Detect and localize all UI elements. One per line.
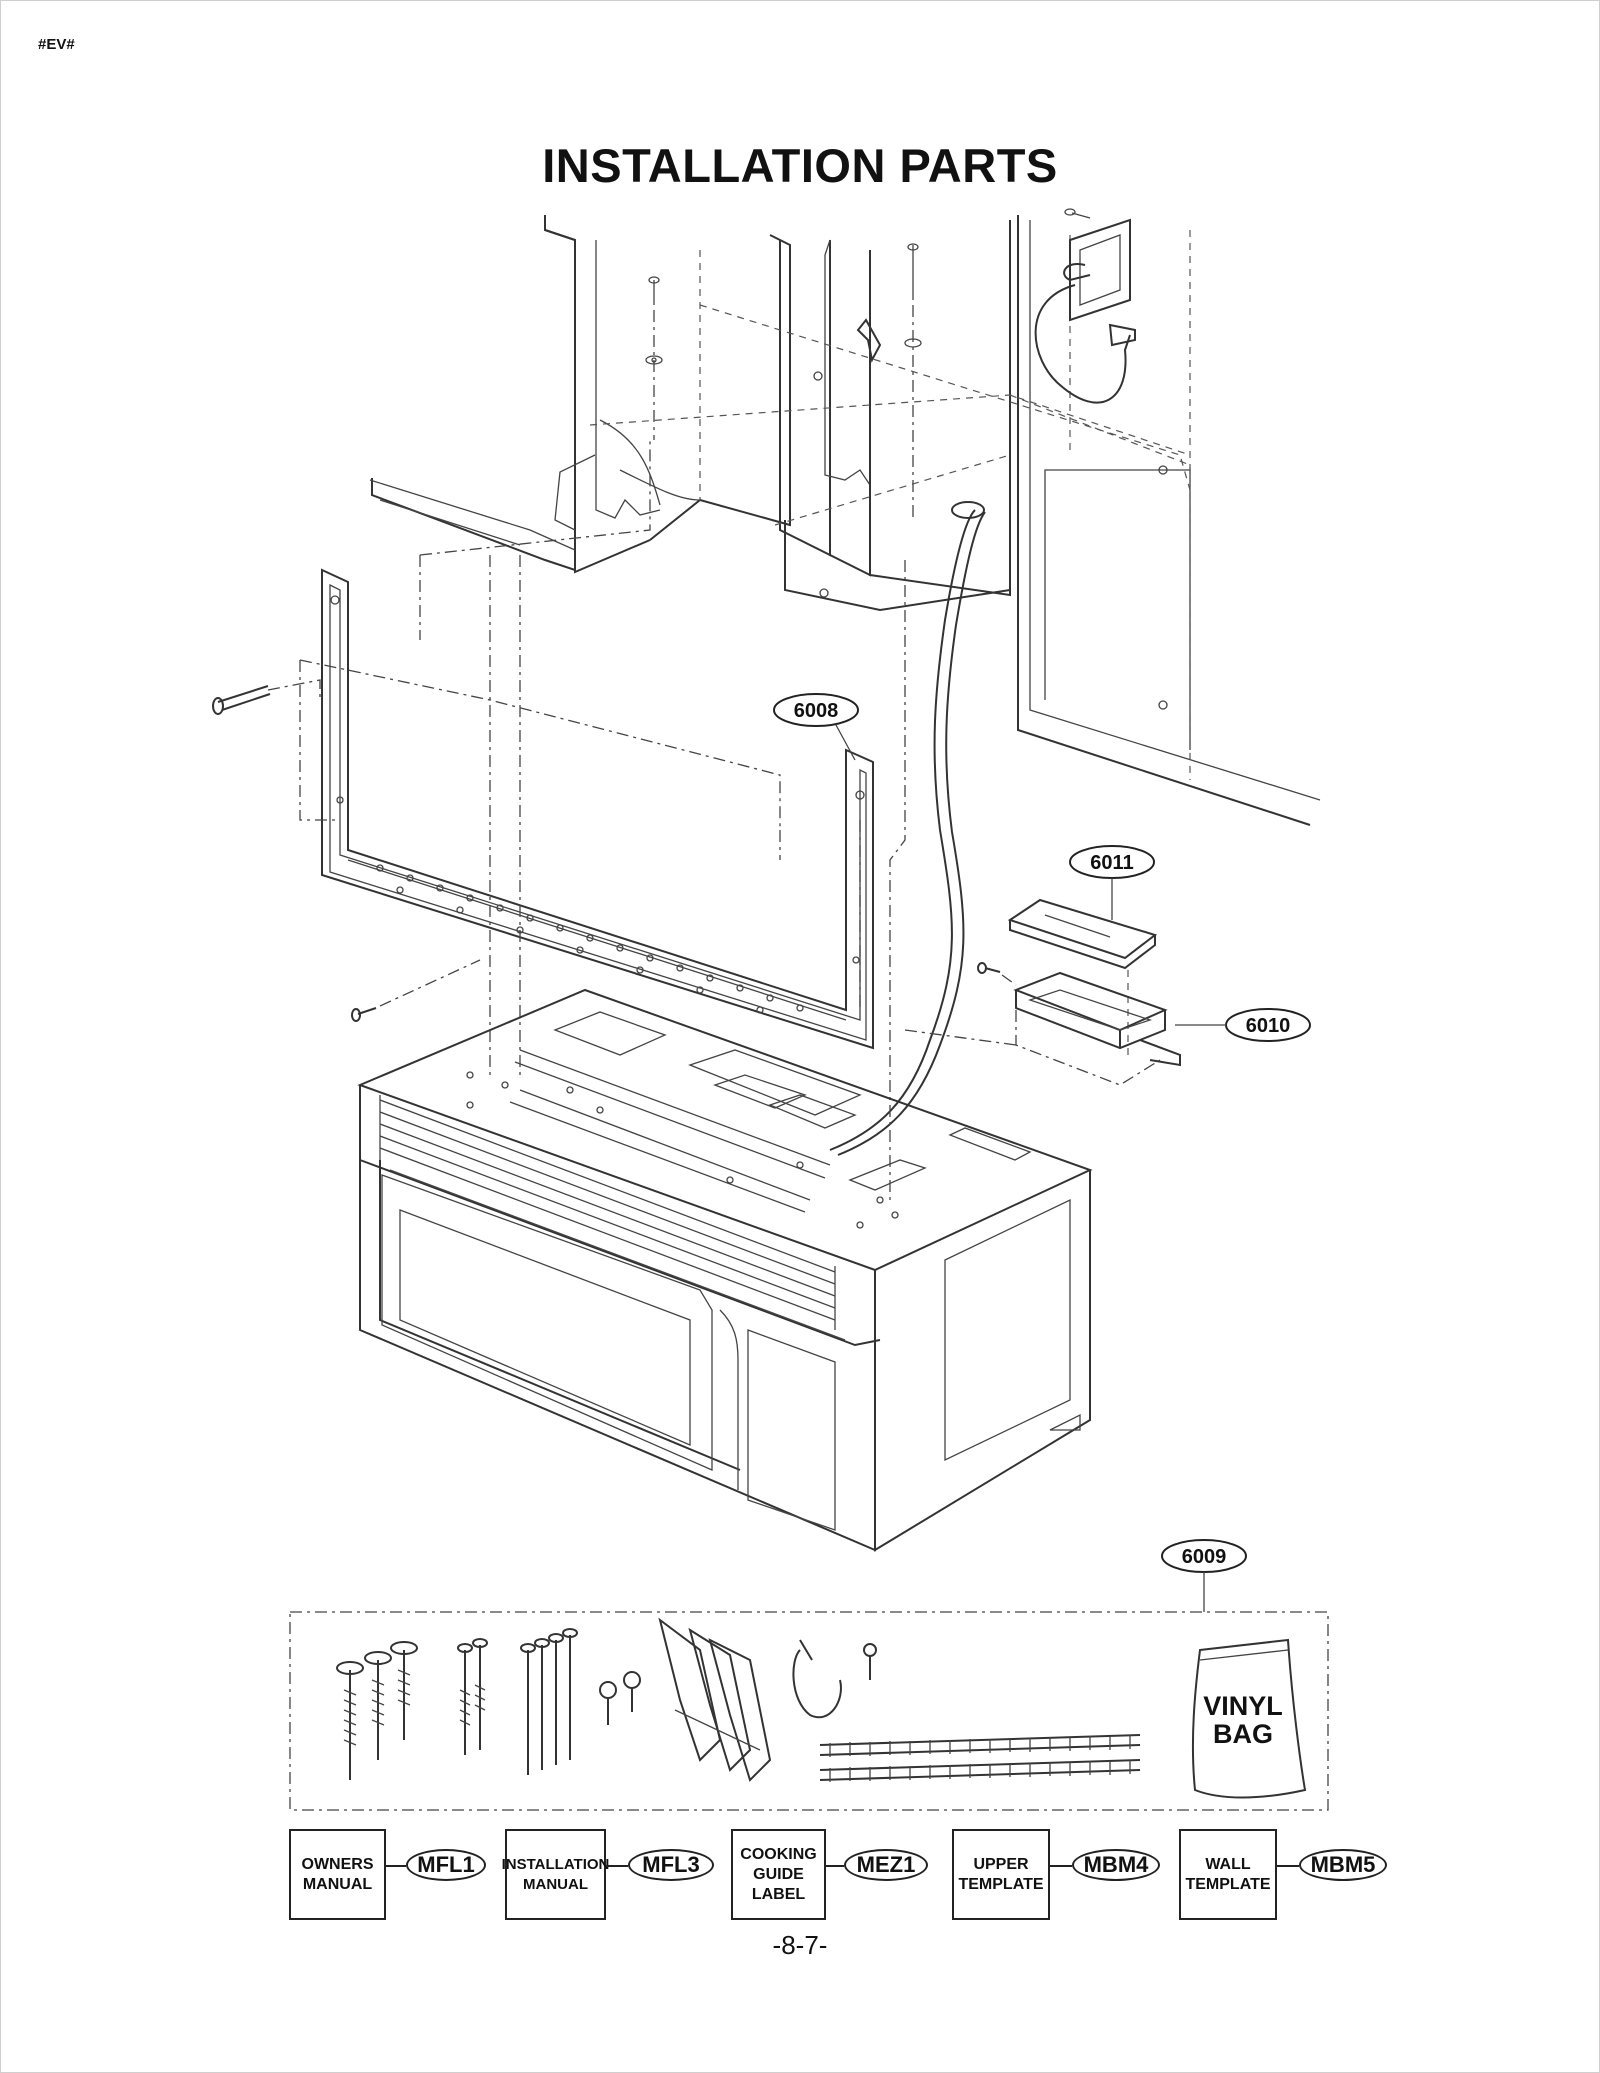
doc-label-line1: COOKING bbox=[740, 1845, 817, 1863]
wood-screws bbox=[457, 1638, 488, 1755]
doc-code-mfl3: MFL3 bbox=[628, 1849, 714, 1881]
cabinet-screw-left bbox=[645, 276, 663, 440]
doc-code-mbm5: MBM5 bbox=[1299, 1849, 1387, 1881]
doc-label-line2: MANUAL bbox=[302, 1875, 373, 1893]
damper-part bbox=[1007, 898, 1158, 970]
installation-kit-box: VINYL BAG bbox=[289, 1611, 1329, 1811]
callout-6010: 6010 bbox=[1175, 1008, 1311, 1042]
page-number: -8-7- bbox=[772, 1930, 828, 1960]
doc-connector bbox=[386, 1865, 406, 1867]
callout-6008: 6008 bbox=[773, 693, 859, 761]
upper-cabinets bbox=[369, 208, 1321, 1156]
callout-6009: 6009 bbox=[1161, 1539, 1247, 1612]
doc-connector bbox=[606, 1865, 628, 1867]
doc-connector bbox=[1050, 1865, 1072, 1867]
wall-screw-lower bbox=[351, 1007, 377, 1022]
doc-code-mez1: MEZ1 bbox=[844, 1849, 928, 1881]
microwave-oven bbox=[357, 988, 1093, 1552]
svg-text:6011: 6011 bbox=[1090, 852, 1133, 874]
doc-code-mbm4: MBM4 bbox=[1072, 1849, 1160, 1881]
doc-label-line1: WALL bbox=[1205, 1855, 1251, 1873]
doc-connector bbox=[826, 1865, 844, 1867]
svg-text:6008: 6008 bbox=[794, 700, 839, 722]
vinyl-bag: VINYL BAG bbox=[1191, 1638, 1307, 1799]
doc-box-cooking-guide-label: COOKING GUIDE LABEL bbox=[731, 1829, 826, 1920]
doc-code-mfl1: MFL1 bbox=[406, 1849, 486, 1881]
svg-text:6010: 6010 bbox=[1246, 1015, 1291, 1037]
doc-label-line2: GUIDE bbox=[753, 1865, 804, 1883]
small-screws bbox=[599, 1671, 641, 1725]
svg-text:VINYL: VINYL bbox=[1203, 1691, 1283, 1721]
doc-box-upper-template: UPPER TEMPLATE bbox=[952, 1829, 1050, 1920]
doc-connector bbox=[1277, 1865, 1299, 1867]
doc-label-line1: INSTALLATION bbox=[501, 1855, 610, 1873]
screw-strips bbox=[819, 1734, 1141, 1782]
doc-label-line2: TEMPLATE bbox=[958, 1875, 1044, 1893]
doc-label-line1: OWNERS bbox=[301, 1855, 374, 1873]
document-code: #EV# bbox=[38, 36, 75, 53]
power-outlet bbox=[1034, 208, 1136, 404]
toggle-bolt bbox=[856, 318, 882, 363]
doc-box-installation-manual: INSTALLATION MANUAL bbox=[502, 1829, 609, 1920]
doc-label-line2: TEMPLATE bbox=[1185, 1875, 1271, 1893]
doc-label-line1: UPPER bbox=[973, 1855, 1029, 1873]
wall-screw-upper bbox=[212, 685, 271, 715]
cabinet-bolt-center bbox=[904, 243, 922, 520]
toggle-wings bbox=[658, 1617, 772, 1782]
doc-box-wall-template: WALL TEMPLATE bbox=[1179, 1829, 1277, 1920]
svg-text:6009: 6009 bbox=[1182, 1546, 1227, 1568]
page-title: INSTALLATION PARTS bbox=[542, 139, 1058, 192]
terminal-box bbox=[977, 962, 1181, 1067]
callout-6011: 6011 bbox=[1069, 845, 1155, 920]
mounting-plate bbox=[321, 568, 874, 1050]
bolts bbox=[520, 1628, 578, 1775]
doc-label-line3: LABEL bbox=[751, 1885, 806, 1903]
doc-label-line2: MANUAL bbox=[523, 1875, 588, 1893]
doc-box-owners-manual: OWNERS MANUAL bbox=[289, 1829, 386, 1920]
wall-anchor-screws bbox=[336, 1641, 418, 1780]
svg-text:BAG: BAG bbox=[1213, 1719, 1273, 1749]
cord-clamp bbox=[792, 1639, 877, 1719]
